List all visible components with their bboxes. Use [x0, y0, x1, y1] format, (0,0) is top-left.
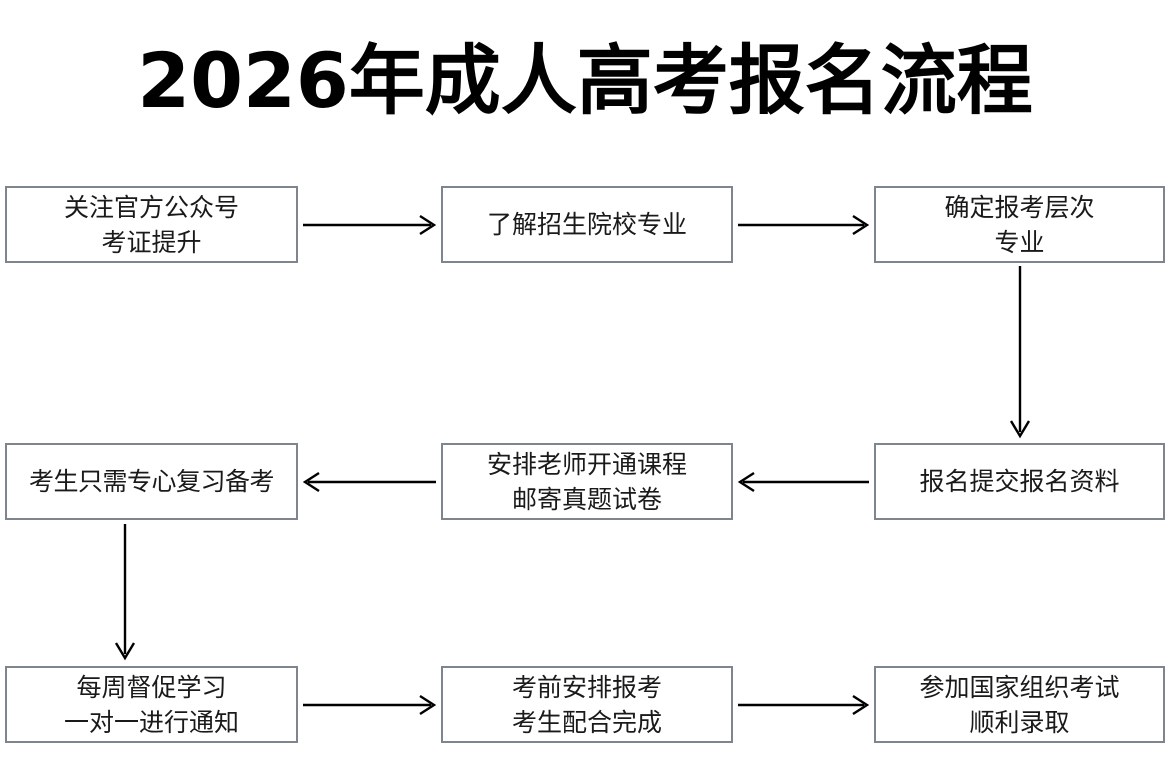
flow-node-student-focus-review[interactable]: 考生只需专心复习备考	[5, 443, 298, 520]
arrow-level-to-submit	[1007, 266, 1033, 439]
flow-node-line: 关注官方公众号	[63, 192, 239, 222]
flow-node-line: 专业	[994, 227, 1045, 257]
flow-node-weekly-supervision[interactable]: 每周督促学习 一对一进行通知	[5, 666, 298, 743]
flow-node-follow-official-account[interactable]: 关注官方公众号 考证提升	[5, 186, 298, 263]
arrow-teacher-to-review	[302, 469, 436, 495]
page-title: 2026年成人高考报名流程	[137, 36, 1033, 125]
arrow-follow-to-schools	[303, 212, 437, 238]
arrow-weekly-to-prereg	[303, 692, 437, 718]
flow-node-teacher-course-materials[interactable]: 安排老师开通课程 邮寄真题试卷	[441, 443, 733, 520]
flow-node-line: 邮寄真题试卷	[511, 484, 662, 514]
flow-node-line: 参加国家组织考试	[919, 672, 1120, 702]
flow-node-line: 考前安排报考	[511, 672, 662, 702]
flow-node-submit-application[interactable]: 报名提交报名资料	[874, 443, 1165, 520]
arrow-schools-to-level	[738, 212, 870, 238]
arrow-submit-to-teacher	[737, 469, 869, 495]
flow-node-line: 顺利录取	[969, 707, 1070, 737]
flow-node-line: 考生配合完成	[511, 707, 662, 737]
arrow-prereg-to-exam	[738, 692, 870, 718]
flow-node-confirm-level-major[interactable]: 确定报考层次 专业	[874, 186, 1165, 263]
flow-node-pre-exam-registration[interactable]: 考前安排报考 考生配合完成	[441, 666, 733, 743]
arrow-review-to-weekly	[112, 524, 138, 661]
flow-node-learn-schools-majors[interactable]: 了解招生院校专业	[441, 186, 733, 263]
flow-node-line: 了解招生院校专业	[486, 210, 687, 239]
flow-node-line: 报名提交报名资料	[919, 467, 1120, 496]
flow-node-line: 每周督促学习	[76, 672, 227, 702]
flow-node-line: 确定报考层次	[944, 192, 1095, 222]
flow-node-line: 一对一进行通知	[63, 707, 239, 737]
flow-node-line: 考证提升	[101, 227, 202, 257]
flow-node-line: 安排老师开通课程	[486, 449, 687, 479]
flow-node-national-exam-admission[interactable]: 参加国家组织考试 顺利录取	[874, 666, 1165, 743]
flow-node-line: 考生只需专心复习备考	[28, 467, 275, 496]
